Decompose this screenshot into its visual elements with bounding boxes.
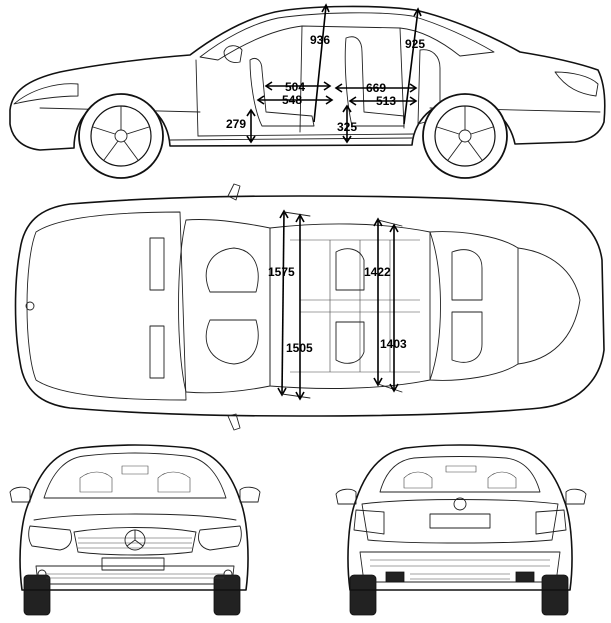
dim-legroom-front-long: 548 [282,93,302,107]
dim-legroom-front-short: 504 [285,80,305,94]
dim-headroom-rear: 925 [405,37,425,51]
top-view: 1575 1505 1422 1403 [14,183,605,431]
dim-legroom-rear-long: 669 [366,81,386,95]
side-dimensions [246,3,422,144]
dim-hip-rear: 1403 [380,337,407,351]
dim-headroom-front: 936 [310,33,330,47]
dim-seat-height-front: 279 [226,117,246,131]
top-dimensions [277,209,403,401]
side-view: 936 925 504 548 669 513 279 325 [9,3,606,179]
side-front-wheel [78,93,164,179]
dim-legroom-rear-short: 513 [376,94,396,108]
dim-shoulder-rear: 1422 [364,265,391,279]
dim-hip-front: 1505 [286,341,313,355]
dim-shoulder-front: 1575 [268,265,295,279]
dim-seat-height-rear: 325 [337,120,357,134]
front-view [9,444,261,616]
side-rear-wheel [422,93,508,179]
rear-view [335,444,587,616]
